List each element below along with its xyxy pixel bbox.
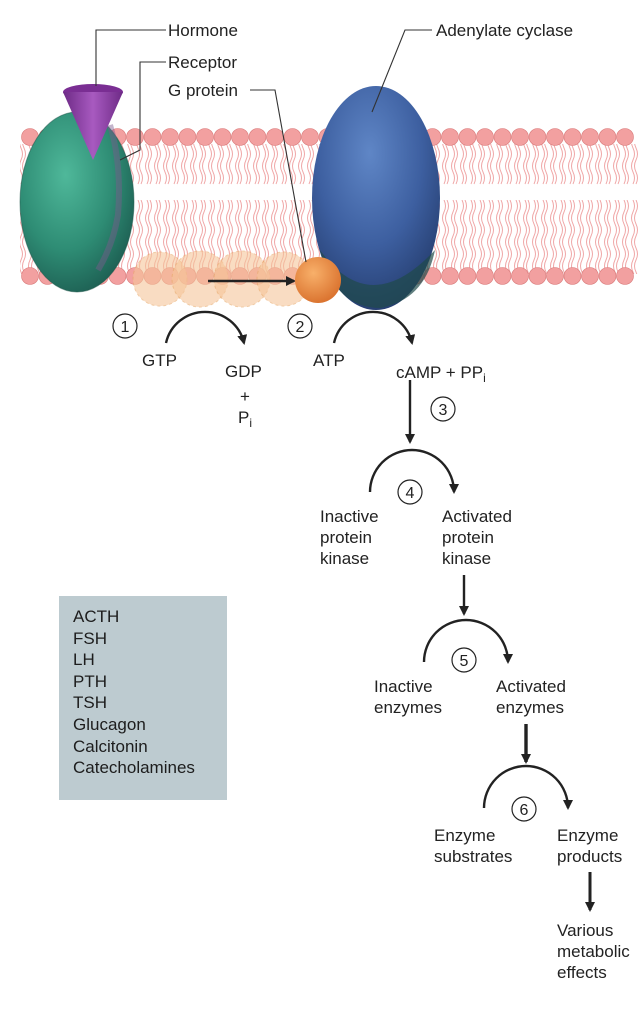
hormone-item: PTH [73,671,107,691]
lipid-head [511,267,529,285]
lipid-head [546,128,564,146]
label-gdp: GDP [225,362,262,381]
hormone-molecule [63,84,123,160]
lipid-head [528,128,547,146]
lipid-head [458,267,477,285]
label-plus: + [240,387,250,406]
label-hormone: Hormone [168,21,238,40]
lipid-head [458,128,477,146]
lipid-head [441,267,459,285]
lipid-head [248,128,267,146]
hormone-item: FSH [73,628,107,648]
lipid-head [231,128,249,146]
step-numbers: 1 2 3 4 5 6 [121,319,529,819]
step-1: 1 [121,319,130,336]
label-atp: ATP [313,351,345,370]
label-pi: Pi [238,408,253,430]
lipid-head [476,267,494,285]
step-3: 3 [439,402,448,419]
lipid-head [598,267,617,285]
lipid-head [126,128,144,146]
lipid-head [21,267,39,285]
enzyme-activation-arrow [422,618,513,664]
substrate-product-arrow [482,764,573,810]
step-6: 6 [520,802,529,819]
label-activated-kinase: Activated protein kinase [442,507,512,568]
reaction-arrows [164,310,595,912]
hormone-item: ACTH [73,607,120,626]
label-camp: cAMP + PPi [396,363,486,385]
gtp-gdp-arrow [164,310,248,345]
lipid-head [476,128,494,146]
hormone-list: ACTH FSH LH PTH TSH Glucagon Calcitonin … [59,596,227,779]
g-protein-trail [132,250,312,308]
active-g-protein [295,257,341,303]
label-inactive-enzymes: Inactive enzymes [374,677,443,717]
label-receptor: Receptor [168,53,237,72]
hormone-item: Glucagon [73,714,146,734]
lipid-head [598,128,617,146]
lipid-head [493,267,512,285]
lipid-head [161,128,179,146]
step-circles [112,313,537,822]
receptor-protein [19,111,135,293]
lipid-head [493,128,512,146]
hormone-item: Calcitonin [73,736,148,756]
lipid-head [143,128,162,146]
lipid-head [266,128,284,146]
lipid-head [563,267,582,285]
label-enzyme-substrates: Enzyme substrates [434,826,513,866]
label-enzyme-products: Enzyme products [557,826,623,866]
label-gtp: GTP [142,351,177,370]
hormone-item: LH [73,650,95,670]
lipid-head [546,267,564,285]
atp-camp-arrow [332,310,416,345]
kinase-activation-arrow [368,448,459,494]
lipid-head [511,128,529,146]
adenylate-cyclase-protein [312,86,440,310]
hormone-item: TSH [73,693,107,713]
lipid-head [283,128,302,146]
lipid-head [528,267,547,285]
hormone-list-box: ACTH FSH LH PTH TSH Glucagon Calcitonin … [59,596,227,800]
label-g-protein: G protein [168,81,238,100]
hormone-item: Catecholamines [73,758,195,778]
lipid-head [196,128,214,146]
lipid-head [213,128,232,146]
step-4: 4 [406,485,415,502]
label-adenylate-cyclase: Adenylate cyclase [436,21,574,40]
lipid-head [581,267,599,285]
lipid-head [616,267,634,285]
step-2: 2 [296,319,305,336]
lipid-head [301,128,319,146]
lipid-head [441,128,459,146]
lipid-head [581,128,599,146]
step-5: 5 [460,653,469,670]
label-inactive-kinase: Inactive protein kinase [320,507,379,568]
lipid-head [616,128,634,146]
leader-lines [95,29,432,263]
label-activated-enzymes: Activated enzymes [496,677,566,717]
label-metabolic-effects: Various metabolic effects [557,921,630,982]
lipid-head [563,128,582,146]
lipid-head [178,128,197,146]
